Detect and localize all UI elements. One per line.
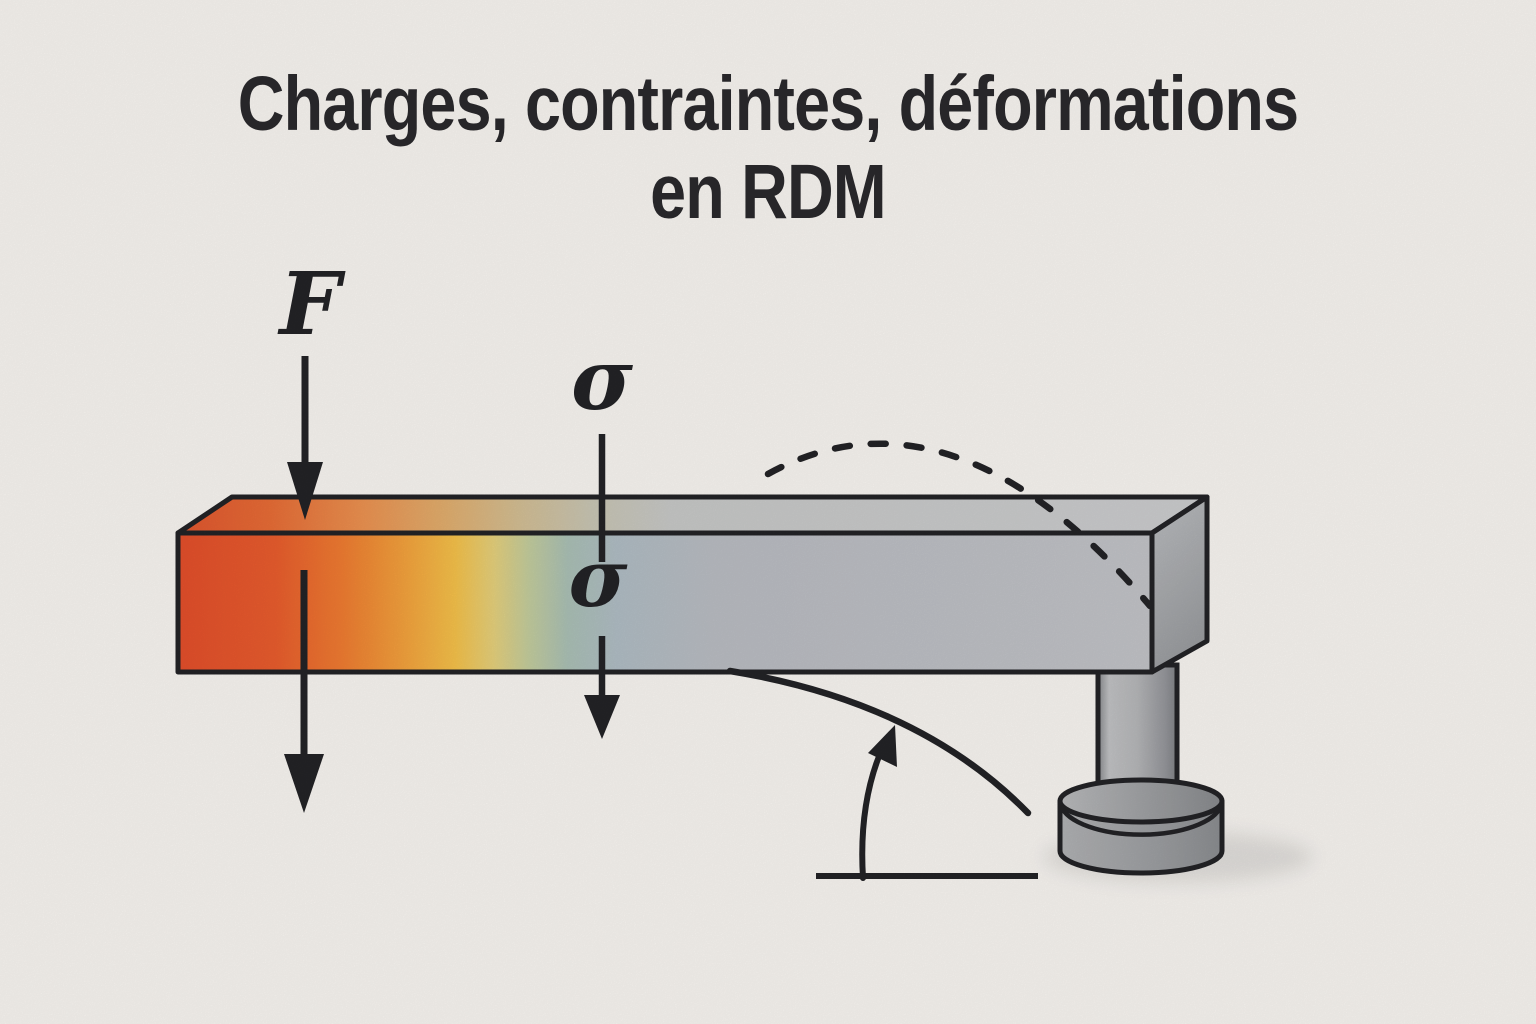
- angle-arrowhead: [868, 725, 897, 767]
- beam-top-face: [175, 494, 1210, 536]
- stress-arrow-head: [584, 695, 620, 739]
- page-title: Charges, contraintes, déformations en RD…: [123, 60, 1413, 236]
- title-line-1: Charges, contraintes, déformations: [237, 61, 1299, 147]
- angle-arc: [859, 737, 889, 881]
- force-label: F: [279, 254, 341, 355]
- support-base-top: [1057, 777, 1225, 825]
- beam-front-face: [175, 530, 1155, 675]
- stress-label-inner: σ: [568, 531, 628, 625]
- title-line-2: en RDM: [650, 149, 887, 235]
- stress-label-top: σ: [571, 330, 633, 429]
- force-arrow-lower-head: [284, 754, 324, 813]
